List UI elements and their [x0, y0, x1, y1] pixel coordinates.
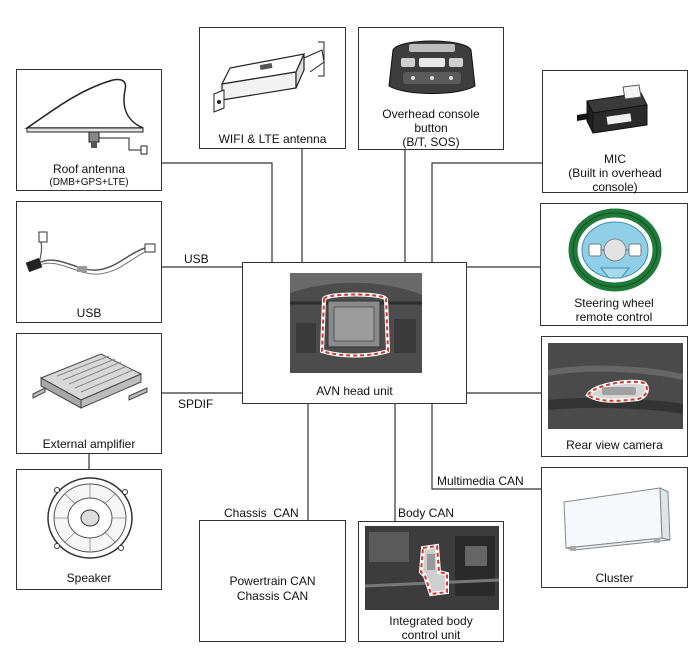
roof-antenna-box: Roof antenna (DMB+GPS+LTE): [16, 69, 162, 191]
usb-label: USB: [76, 306, 102, 320]
cluster-box: Cluster: [541, 467, 688, 588]
speaker-image: [47, 477, 133, 559]
mic-box: MIC (Built in overhead console): [542, 70, 688, 194]
spdif-connection-label: SPDIF: [178, 397, 214, 411]
roof-antenna-image: [24, 78, 148, 155]
avn-head-unit-box: AVN head unit: [242, 262, 467, 404]
body-control-unit-image: [365, 526, 499, 610]
usb-box: USB: [16, 201, 162, 323]
steering-wheel-image: [568, 208, 662, 292]
steering-wheel-label: Steering wheel remote control: [574, 296, 654, 324]
speaker-box: Speaker: [16, 469, 162, 590]
powertrain-chassis-can-label: Powertrain CAN Chassis CAN: [229, 574, 316, 603]
overhead-console-image: [388, 40, 476, 94]
usb-connection-label: USB: [184, 252, 209, 266]
multimedia-can-label: Multimedia CAN: [437, 474, 524, 488]
wifi-lte-antenna-label: WIFI & LTE antenna: [218, 132, 327, 146]
wire-mic: [431, 162, 542, 262]
body-can-label: Body CAN: [398, 506, 455, 520]
mic-image: [577, 84, 648, 134]
cluster-label: Cluster: [595, 571, 634, 585]
wifi-lte-antenna-box: WIFI & LTE antenna: [199, 27, 346, 149]
external-amplifier-image: [32, 353, 148, 409]
overhead-console-label: Overhead console button (B/T, SOS): [382, 107, 480, 149]
speaker-label: Speaker: [66, 571, 112, 585]
roof-antenna-label: Roof antenna (DMB+GPS+LTE): [17, 162, 161, 189]
external-amplifier-label: External amplifier: [42, 437, 136, 451]
rear-view-camera-label: Rear view camera: [566, 438, 663, 452]
wire-multimedia-can: [431, 404, 541, 490]
cluster-image: [563, 487, 671, 551]
chassis-can-label: Chassis CAN: [224, 506, 299, 520]
powertrain-chassis-can-box: Powertrain CAN Chassis CAN: [199, 520, 346, 642]
external-amplifier-box: External amplifier: [16, 333, 162, 454]
roof-antenna-sublabel: (DMB+GPS+LTE): [49, 177, 129, 188]
usb-cable-image: [25, 231, 156, 275]
rear-view-camera-box: Rear view camera: [541, 336, 688, 457]
wire-roof-antenna: [162, 162, 273, 262]
rear-view-camera-image: [548, 343, 683, 429]
integrated-body-control-unit-box: Integrated body control unit: [358, 521, 504, 642]
mic-label: MIC (Built in overhead console): [568, 152, 662, 194]
overhead-console-box: Overhead console button (B/T, SOS): [358, 27, 504, 150]
avn-head-unit-image: [290, 273, 422, 373]
avn-head-unit-label: AVN head unit: [316, 384, 393, 398]
steering-wheel-box: Steering wheel remote control: [540, 203, 688, 326]
wifi-lte-antenna-image: [213, 41, 325, 113]
integrated-body-control-unit-label: Integrated body control unit: [389, 614, 473, 642]
